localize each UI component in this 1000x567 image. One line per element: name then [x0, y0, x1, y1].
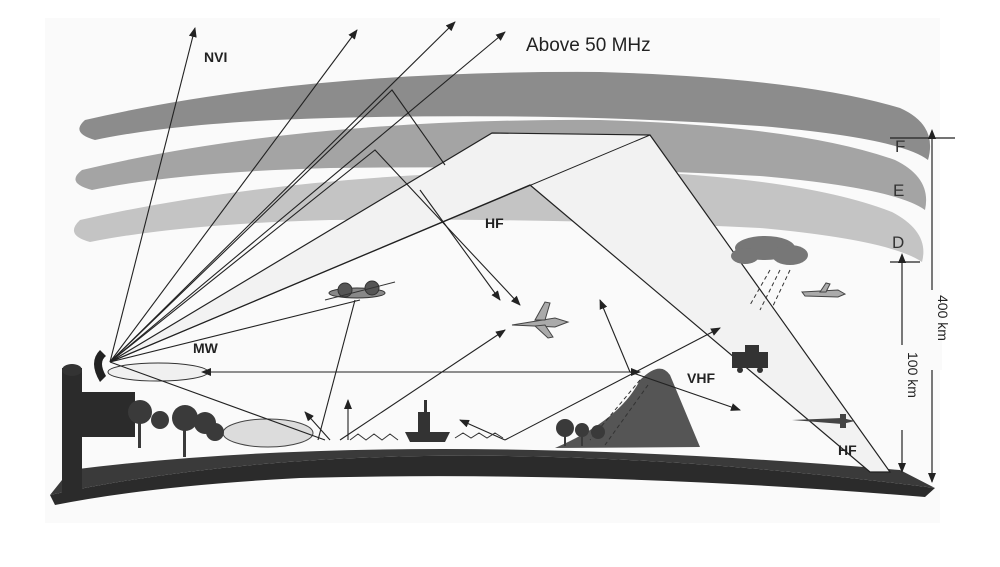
mountain	[555, 368, 700, 448]
nvi-label: NVI	[204, 49, 227, 65]
hf-sky-label: HF	[485, 215, 504, 231]
radar-vehicle-icon	[732, 345, 768, 373]
layer-d-band	[73, 170, 924, 262]
mw-label: MW	[193, 340, 219, 356]
dimension-100km-label: 100 km	[905, 352, 921, 398]
title-label: Above 50 MHz	[526, 35, 651, 56]
layer-f-band	[79, 71, 931, 160]
fighter-jet-icon	[511, 301, 570, 339]
warship-icon	[405, 400, 450, 442]
tree-icon	[128, 400, 224, 457]
mw-ground-wave	[107, 362, 209, 382]
vhf-label: VHF	[687, 370, 715, 386]
dimension-400km-label: 400 km	[935, 295, 951, 341]
layer-d-label: D	[892, 233, 904, 252]
layer-f-label: F	[895, 137, 905, 156]
radiation-rays	[109, 21, 741, 441]
ground-shadow	[50, 449, 935, 495]
jet-icon	[801, 282, 847, 298]
missile-icon	[792, 414, 855, 428]
cloud-icon	[731, 236, 808, 265]
layer-e-label: E	[893, 181, 904, 200]
ground	[50, 455, 935, 505]
ground-lobe	[222, 418, 314, 448]
antenna-icon	[62, 350, 135, 498]
sea-waves	[349, 432, 504, 441]
tree-icon-right	[556, 419, 605, 446]
helicopter-icon	[324, 280, 396, 301]
hf-ground-label: HF	[838, 442, 857, 458]
